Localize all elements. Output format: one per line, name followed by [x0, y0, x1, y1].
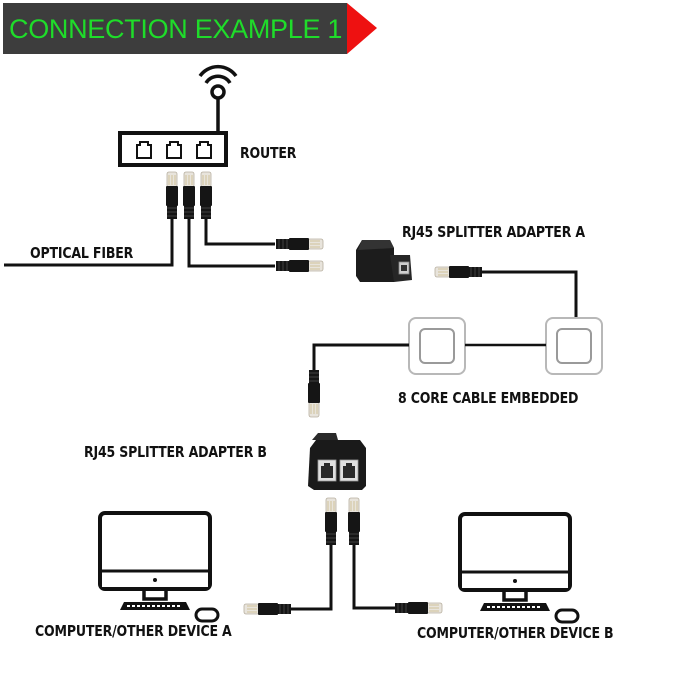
- wall-plate-icon: [312, 317, 603, 375]
- banner-title: CONNECTION EXAMPLE 1: [9, 14, 343, 44]
- device-a-label: COMPUTER/OTHER DEVICE A: [35, 622, 232, 640]
- wall-plates-label: 8 CORE CABLE EMBEDDED: [398, 389, 579, 407]
- banner-arrow-icon: [347, 3, 377, 54]
- wifi-icon: [198, 64, 238, 133]
- router-cables: [4, 171, 323, 272]
- optical-fiber-label: OPTICAL FIBER: [30, 244, 134, 262]
- rj45-splitter-adapter-b: [308, 433, 366, 490]
- splitter-b-cables: [244, 497, 442, 615]
- title-banner: CONNECTION EXAMPLE 1: [3, 3, 347, 54]
- splitter-a-cable: [435, 266, 578, 318]
- router-label: ROUTER: [240, 144, 297, 162]
- computer-device-a-icon: [98, 511, 220, 623]
- splitter-a-label: RJ45 SPLITTER ADAPTER A: [402, 223, 585, 241]
- router-icon: [118, 131, 228, 167]
- computer-device-b-icon: [458, 512, 580, 624]
- rj45-plug-icon: [308, 370, 320, 417]
- splitter-b-label: RJ45 SPLITTER ADAPTER B: [84, 443, 267, 461]
- device-b-label: COMPUTER/OTHER DEVICE B: [417, 624, 614, 642]
- rj45-splitter-adapter-a: [356, 240, 412, 282]
